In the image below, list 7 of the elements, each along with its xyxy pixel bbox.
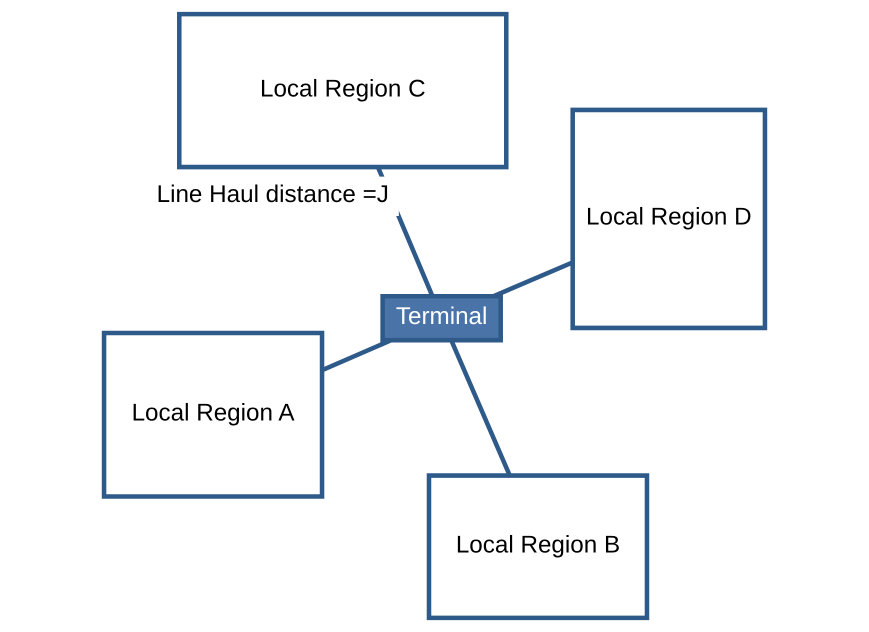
edge-label: Line Haul distance =J: [156, 181, 389, 208]
node-box: Local Region A: [102, 330, 324, 499]
node-box: Local Region D: [570, 108, 768, 330]
node-box: Terminal: [380, 294, 503, 342]
node-box: Local Region B: [426, 473, 650, 620]
node-box: Local Region C: [177, 12, 509, 170]
connector: [449, 340, 512, 476]
